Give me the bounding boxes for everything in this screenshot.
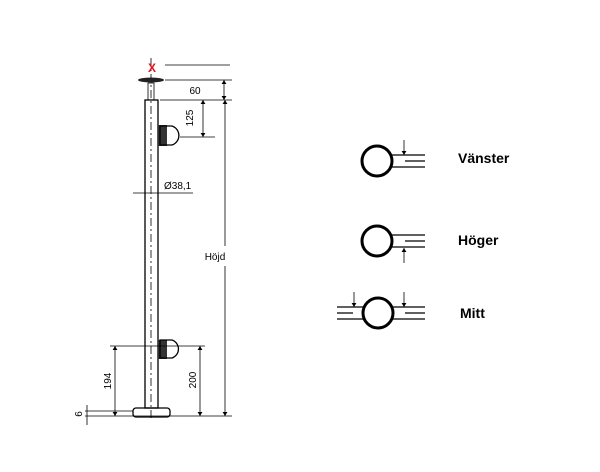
variant-right-label: Höger bbox=[458, 232, 499, 248]
variant-right-symbol bbox=[360, 224, 425, 263]
dim-top-offset: 60 bbox=[189, 86, 201, 97]
dim-lower-left: 194 bbox=[103, 372, 114, 389]
top-saddle bbox=[138, 77, 164, 83]
post bbox=[132, 58, 180, 420]
upper-bracket-base bbox=[158, 125, 167, 146]
dim-diameter: Ø38,1 bbox=[164, 181, 192, 192]
lower-bracket bbox=[159, 339, 180, 359]
marker-x: X bbox=[148, 61, 156, 75]
dim-base-thickness: 6 bbox=[74, 411, 85, 417]
dimension-lines bbox=[85, 64, 232, 425]
post-tube bbox=[144, 99, 159, 409]
variant-middle-label: Mitt bbox=[460, 305, 485, 321]
variant-left-label: Vänster bbox=[458, 150, 510, 166]
variant-left-symbol bbox=[360, 140, 425, 178]
upper-bracket bbox=[159, 125, 180, 146]
base-plate bbox=[132, 407, 171, 418]
dim-bracket-offset: 125 bbox=[185, 109, 196, 126]
top-stem bbox=[147, 82, 155, 101]
variant-middle-symbol bbox=[337, 292, 425, 330]
dim-height: Höjd bbox=[205, 252, 226, 263]
dim-lower-right: 200 bbox=[188, 371, 199, 388]
lower-bracket-base bbox=[158, 340, 167, 359]
